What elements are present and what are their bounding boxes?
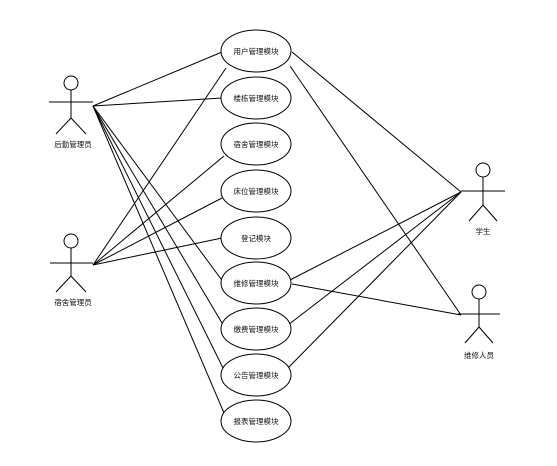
link-dorm-room [92,155,225,266]
use-case-bed-label: 床位管理模块 [234,186,279,196]
use-case-notice-label: 公告管理模块 [234,370,279,380]
link-logistics-fee [92,105,226,329]
link-student-user [291,51,462,193]
actor-student[interactable]: 学生 [461,162,505,236]
link-logistics-report [92,105,228,421]
use-case-notice-oval [220,353,292,397]
link-student-maintenance [289,191,462,281]
actor-logistics[interactable]: 后勤管理员 [49,75,93,149]
link-dorm-bed [92,197,223,266]
link-student-notice [287,191,462,369]
link-logistics-user [92,51,223,107]
use-case-building[interactable]: 楼栋管理模块 [220,76,292,120]
actor-dorm-label: 宿舍管理员 [54,297,92,307]
use-case-bed[interactable]: 床位管理模块 [220,169,292,213]
actor-repair[interactable]: 维修人员 [458,284,500,360]
link-logistics-maintenance [92,105,225,284]
use-case-maintenance[interactable]: 维修管理模块 [220,261,292,305]
use-case-bed-oval [220,169,292,213]
use-case-register-oval [220,216,292,260]
actor-repair-label: 维修人员 [464,350,494,360]
link-dorm-register [92,237,223,266]
link-student-fee [287,191,462,326]
stick-figure-icon [461,162,505,222]
use-case-report-oval [220,399,292,443]
use-case-user[interactable]: 用户管理模块 [220,29,292,73]
stick-figure-icon [49,75,93,135]
use-case-building-oval [220,76,292,120]
use-case-room-oval [220,122,292,166]
use-case-maintenance-label: 维修管理模块 [234,278,279,288]
use-case-fee-label: 缴费管理模块 [234,324,279,334]
link-repair-maintenance [291,283,462,316]
use-case-room-label: 宿舍管理模块 [234,139,279,149]
association-lines [92,51,462,421]
use-case-register-label: 登记模块 [241,233,271,243]
use-case-report[interactable]: 报表管理模块 [220,399,292,443]
actor-dorm[interactable]: 宿舍管理员 [50,233,93,307]
use-case-user-label: 用户管理模块 [234,46,279,56]
use-case-fee[interactable]: 缴费管理模块 [220,307,292,351]
use-case-building-label: 楼栋管理模块 [234,93,279,103]
stick-figure-icon [458,284,500,344]
link-repair-user [289,65,462,316]
link-dorm-user [92,67,227,266]
use-case-room[interactable]: 宿舍管理模块 [220,122,292,166]
use-case-notice[interactable]: 公告管理模块 [220,353,292,397]
link-logistics-building [92,97,223,107]
use-case-report-label: 报表管理模块 [234,416,279,426]
use-case-user-oval [220,29,292,73]
use-case-register[interactable]: 登记模块 [220,216,292,260]
actor-logistics-label: 后勤管理员 [54,139,92,149]
stick-figure-icon [50,233,93,293]
use-case-maintenance-oval [220,261,292,305]
actor-student-label: 学生 [476,226,491,236]
use-case-fee-oval [220,307,292,351]
link-logistics-notice [92,105,227,375]
